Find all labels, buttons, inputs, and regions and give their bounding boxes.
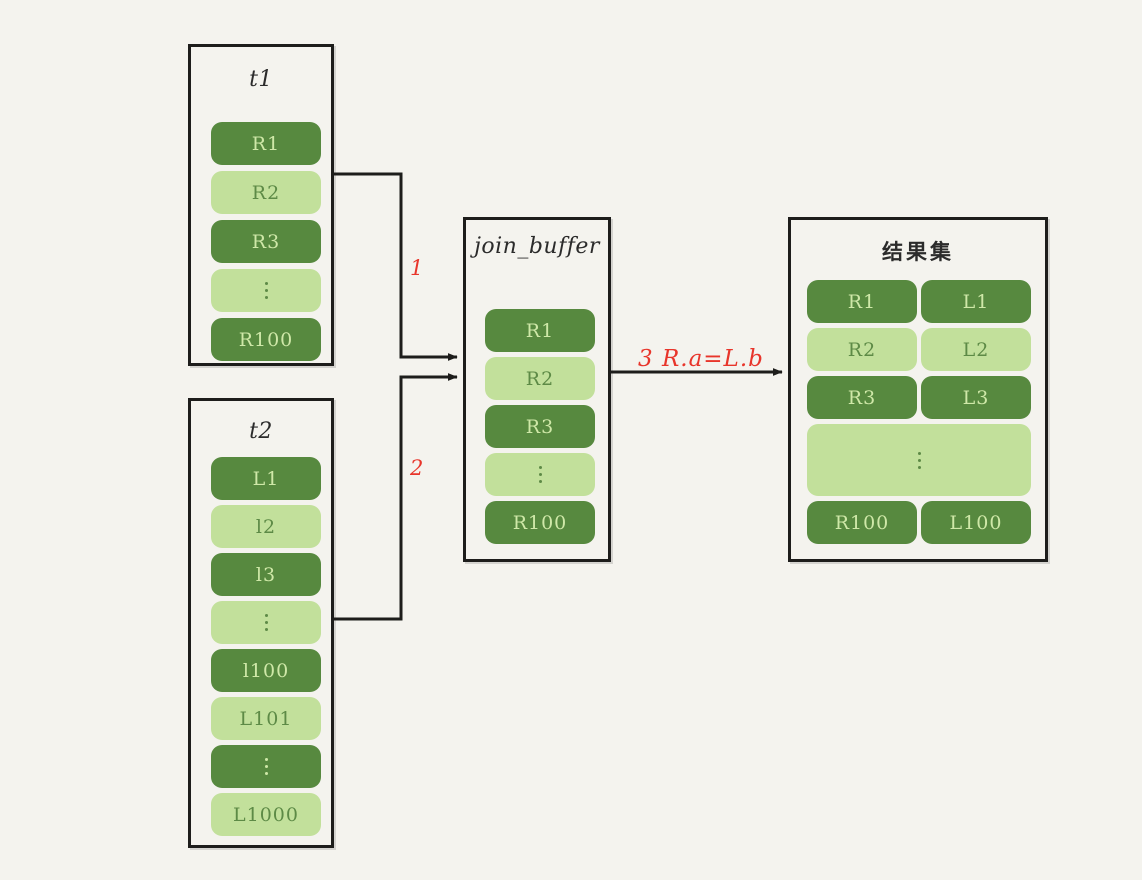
result-row-3-merged [807,424,1031,496]
result-row-0-right: L1 [921,280,1031,323]
table-t1-title: t1 [249,67,273,92]
edge-label-1: 1 [410,256,424,280]
join-buffer-cell-0: R1 [485,309,595,352]
t2-cell-2: l3 [211,553,321,596]
join-buffer-cell-3 [485,453,595,496]
result-row-4-right: L100 [921,501,1031,544]
join-buffer-cell-4: R100 [485,501,595,544]
t2-cell-0: L1 [211,457,321,500]
edge-label-2: 2 [410,456,424,480]
t1-cell-4: R100 [211,318,321,361]
ellipsis-icon [538,466,542,483]
result-row-4-left: R100 [807,501,917,544]
join-buffer-cell-2: R3 [485,405,595,448]
result-row-2-right: L3 [921,376,1031,419]
connector-t2-to-join-buffer [334,373,458,621]
connector-t1-to-join-buffer [334,172,458,361]
table-t2-title: t2 [249,419,273,444]
t1-cell-1: R2 [211,171,321,214]
edge-label-3: 3 R.a=L.b [638,346,764,372]
t2-cell-4: l100 [211,649,321,692]
ellipsis-icon [917,451,921,469]
t1-cell-2: R3 [211,220,321,263]
result-row-1-left: R2 [807,328,917,371]
result-set-title: 结果集 [882,240,954,264]
result-row-2-left: R3 [807,376,917,419]
t2-cell-3 [211,601,321,644]
t2-cell-5: L101 [211,697,321,740]
ellipsis-icon [264,614,268,631]
t2-cell-6 [211,745,321,788]
join-buffer-title: join_buffer [474,234,600,259]
result-row-1-right: L2 [921,328,1031,371]
result-row-0-left: R1 [807,280,917,323]
t1-cell-0: R1 [211,122,321,165]
ellipsis-icon [264,758,268,775]
t1-cell-3 [211,269,321,312]
t2-cell-7: L1000 [211,793,321,836]
ellipsis-icon [264,282,268,299]
join-buffer-cell-1: R2 [485,357,595,400]
t2-cell-1: l2 [211,505,321,548]
